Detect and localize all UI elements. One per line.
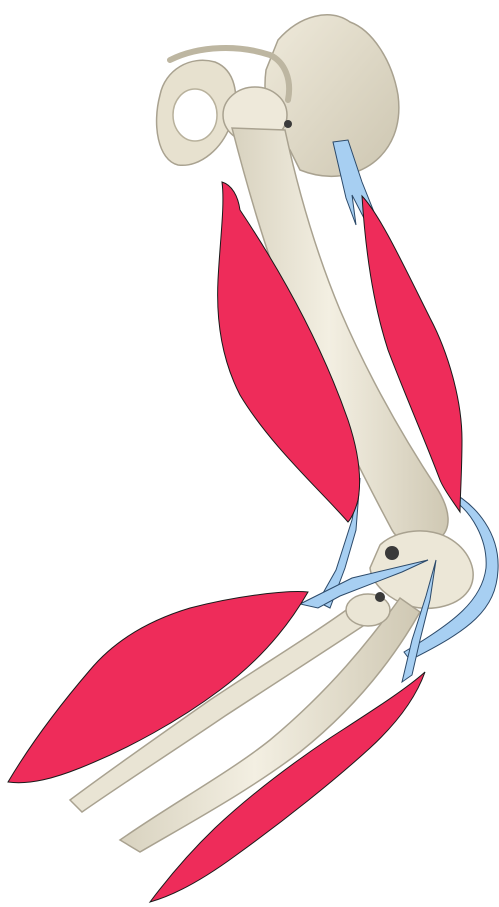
- joint-screw: [375, 592, 385, 602]
- socket-hollow: [173, 89, 217, 141]
- joint-screw: [385, 546, 399, 560]
- joint-screw: [284, 120, 292, 128]
